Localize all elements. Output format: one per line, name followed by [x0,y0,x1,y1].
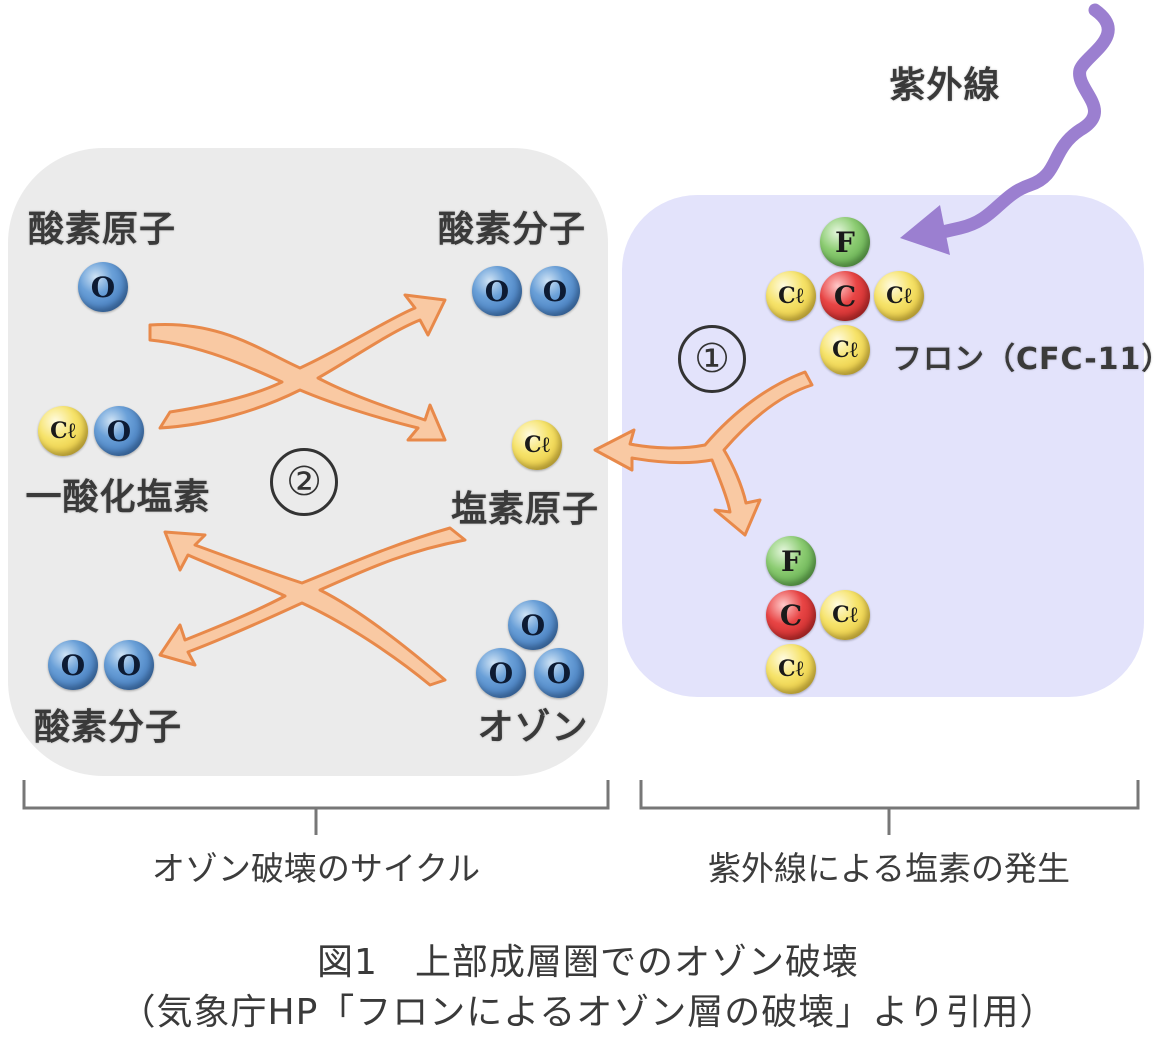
oxygen-molecule-top-label: 酸素分子 [437,209,587,250]
oxygen-atom-label: 酸素原子 [27,209,177,250]
chlorine-atom: Cℓ [512,420,562,470]
uv-chlorine-caption: 紫外線による塩素の発生 [707,849,1071,888]
step-1-marker: ① [678,325,746,393]
fluorine-atom: F [820,217,870,267]
oxygen-atom: O [94,406,144,456]
left-bracket [22,780,610,835]
chlorine-atom-label: 塩素原子 [450,489,600,530]
ozone-label: オゾン [477,707,589,748]
oxygen-atom: O [476,648,526,698]
cfc-label: フロン（CFC-11） [892,342,1173,377]
oxygen-atom: O [530,266,580,316]
chlorine-monoxide-label: 一酸化塩素 [25,477,211,518]
lower-reaction-arrows [158,526,467,687]
uv-chlorine-panel [622,195,1144,697]
ozone-cycle-caption: オゾン破壊のサイクル [151,849,481,888]
oxygen-atom: O [104,640,154,690]
fluorine-atom: F [766,536,816,586]
upper-reaction-arrows [148,293,447,442]
uv-label: 紫外線 [889,65,1001,106]
carbon-atom: C [820,271,870,321]
oxygen-molecule-bottom-label: 酸素分子 [33,707,183,748]
right-bracket [639,780,1140,835]
step-2-marker: ② [270,448,338,516]
oxygen-atom: O [78,262,128,312]
oxygen-atom: O [534,648,584,698]
chlorine-atom: Cℓ [820,325,870,375]
carbon-atom: C [766,590,816,640]
chlorine-atom: Cℓ [874,271,924,321]
oxygen-atom: O [48,640,98,690]
figure-caption-source: （気象庁HP「フロンによるオゾン層の破壊」より引用） [119,992,1057,1033]
uv-arrow-head [900,205,950,255]
figure-caption-title: 図1 上部成層圏でのオゾン破壊 [317,942,859,983]
photolysis-arrow [593,370,814,537]
chlorine-atom: Cℓ [38,406,88,456]
oxygen-atom: O [508,600,558,650]
chlorine-atom: Cℓ [766,271,816,321]
chlorine-atom: Cℓ [766,644,816,694]
oxygen-atom: O [472,266,522,316]
uv-arrow [918,3,1115,243]
chlorine-atom: Cℓ [820,590,870,640]
